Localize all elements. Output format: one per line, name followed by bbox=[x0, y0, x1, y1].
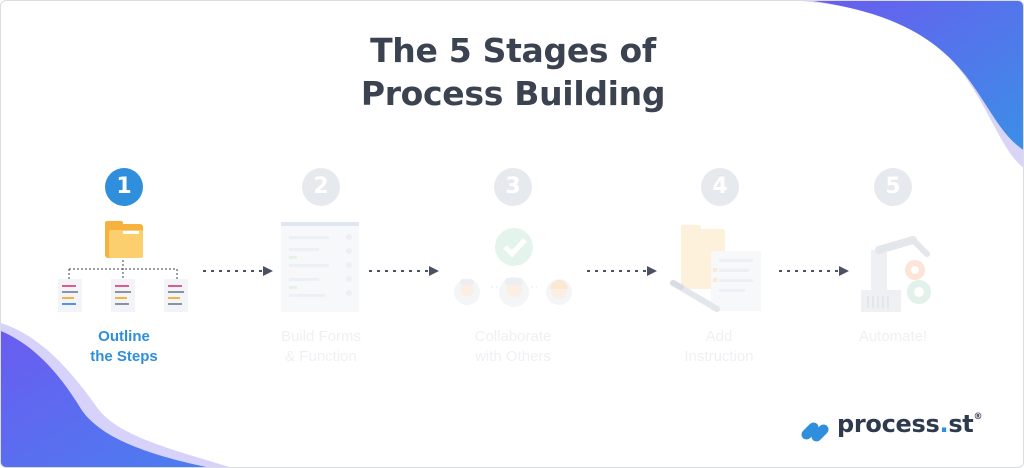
stage-1-label-line-2: the Steps bbox=[90, 348, 158, 365]
page-title: The 5 Stages of Process Building bbox=[1, 29, 1023, 115]
person-middle bbox=[499, 277, 529, 307]
process-st-logo: process.st® bbox=[797, 408, 987, 448]
stage-2-label: Build Forms & Function bbox=[241, 327, 401, 367]
document-page-icon bbox=[58, 279, 82, 312]
stage-1-label-line-1: Outline bbox=[98, 328, 150, 345]
robot-arm-icon bbox=[861, 236, 931, 312]
bottom-left-blob bbox=[1, 331, 207, 467]
arrow-4-to-5 bbox=[779, 266, 849, 276]
stage-1-badge: 1 bbox=[105, 168, 143, 206]
arrow-3-to-4 bbox=[587, 266, 657, 276]
instruction-icon bbox=[670, 225, 761, 312]
stage-3-badge: 3 bbox=[494, 168, 532, 206]
brand-name-dot: . bbox=[939, 410, 949, 438]
stage-3-label-line-2: with Others bbox=[475, 348, 551, 365]
stage-4-badge: 4 bbox=[701, 168, 739, 206]
person-left bbox=[454, 279, 480, 305]
collaboration-icon bbox=[454, 228, 572, 307]
stage-5-label-line-1: Automate! bbox=[858, 328, 928, 345]
registered-mark: ® bbox=[973, 412, 983, 422]
top-right-blob bbox=[813, 1, 1023, 150]
stage-2-badge: 2 bbox=[302, 168, 340, 206]
stage-5-label: Automate! bbox=[813, 327, 973, 347]
title-line-1: The 5 Stages of bbox=[370, 31, 656, 70]
brand-wordmark: process.st® bbox=[837, 410, 982, 438]
person-right bbox=[546, 279, 572, 305]
arrow-1-to-2 bbox=[203, 266, 273, 276]
form-icon bbox=[281, 222, 359, 312]
stage-4-label: Add Instruction bbox=[639, 327, 799, 367]
stage-5-badge: 5 bbox=[874, 168, 912, 206]
process-st-logo-mark-icon bbox=[801, 422, 829, 442]
stage-3-label-line-1: Collaborate bbox=[474, 328, 552, 345]
brand-name-tail: st bbox=[948, 410, 974, 438]
stage-4-label-line-2: Instruction bbox=[684, 348, 754, 365]
stage-2-label-line-2: & Function bbox=[285, 348, 357, 365]
stage-3-label: Collaborate with Others bbox=[433, 327, 593, 367]
stage-2-label-line-1: Build Forms bbox=[280, 328, 362, 345]
brand-name-main: process bbox=[837, 410, 940, 438]
stage-1-label: Outline the Steps bbox=[44, 327, 204, 367]
arrow-2-to-3 bbox=[369, 266, 439, 276]
title-line-2: Process Building bbox=[360, 74, 666, 113]
stage-4-label-line-1: Add bbox=[705, 328, 733, 345]
folder-outline-icon bbox=[58, 221, 188, 312]
